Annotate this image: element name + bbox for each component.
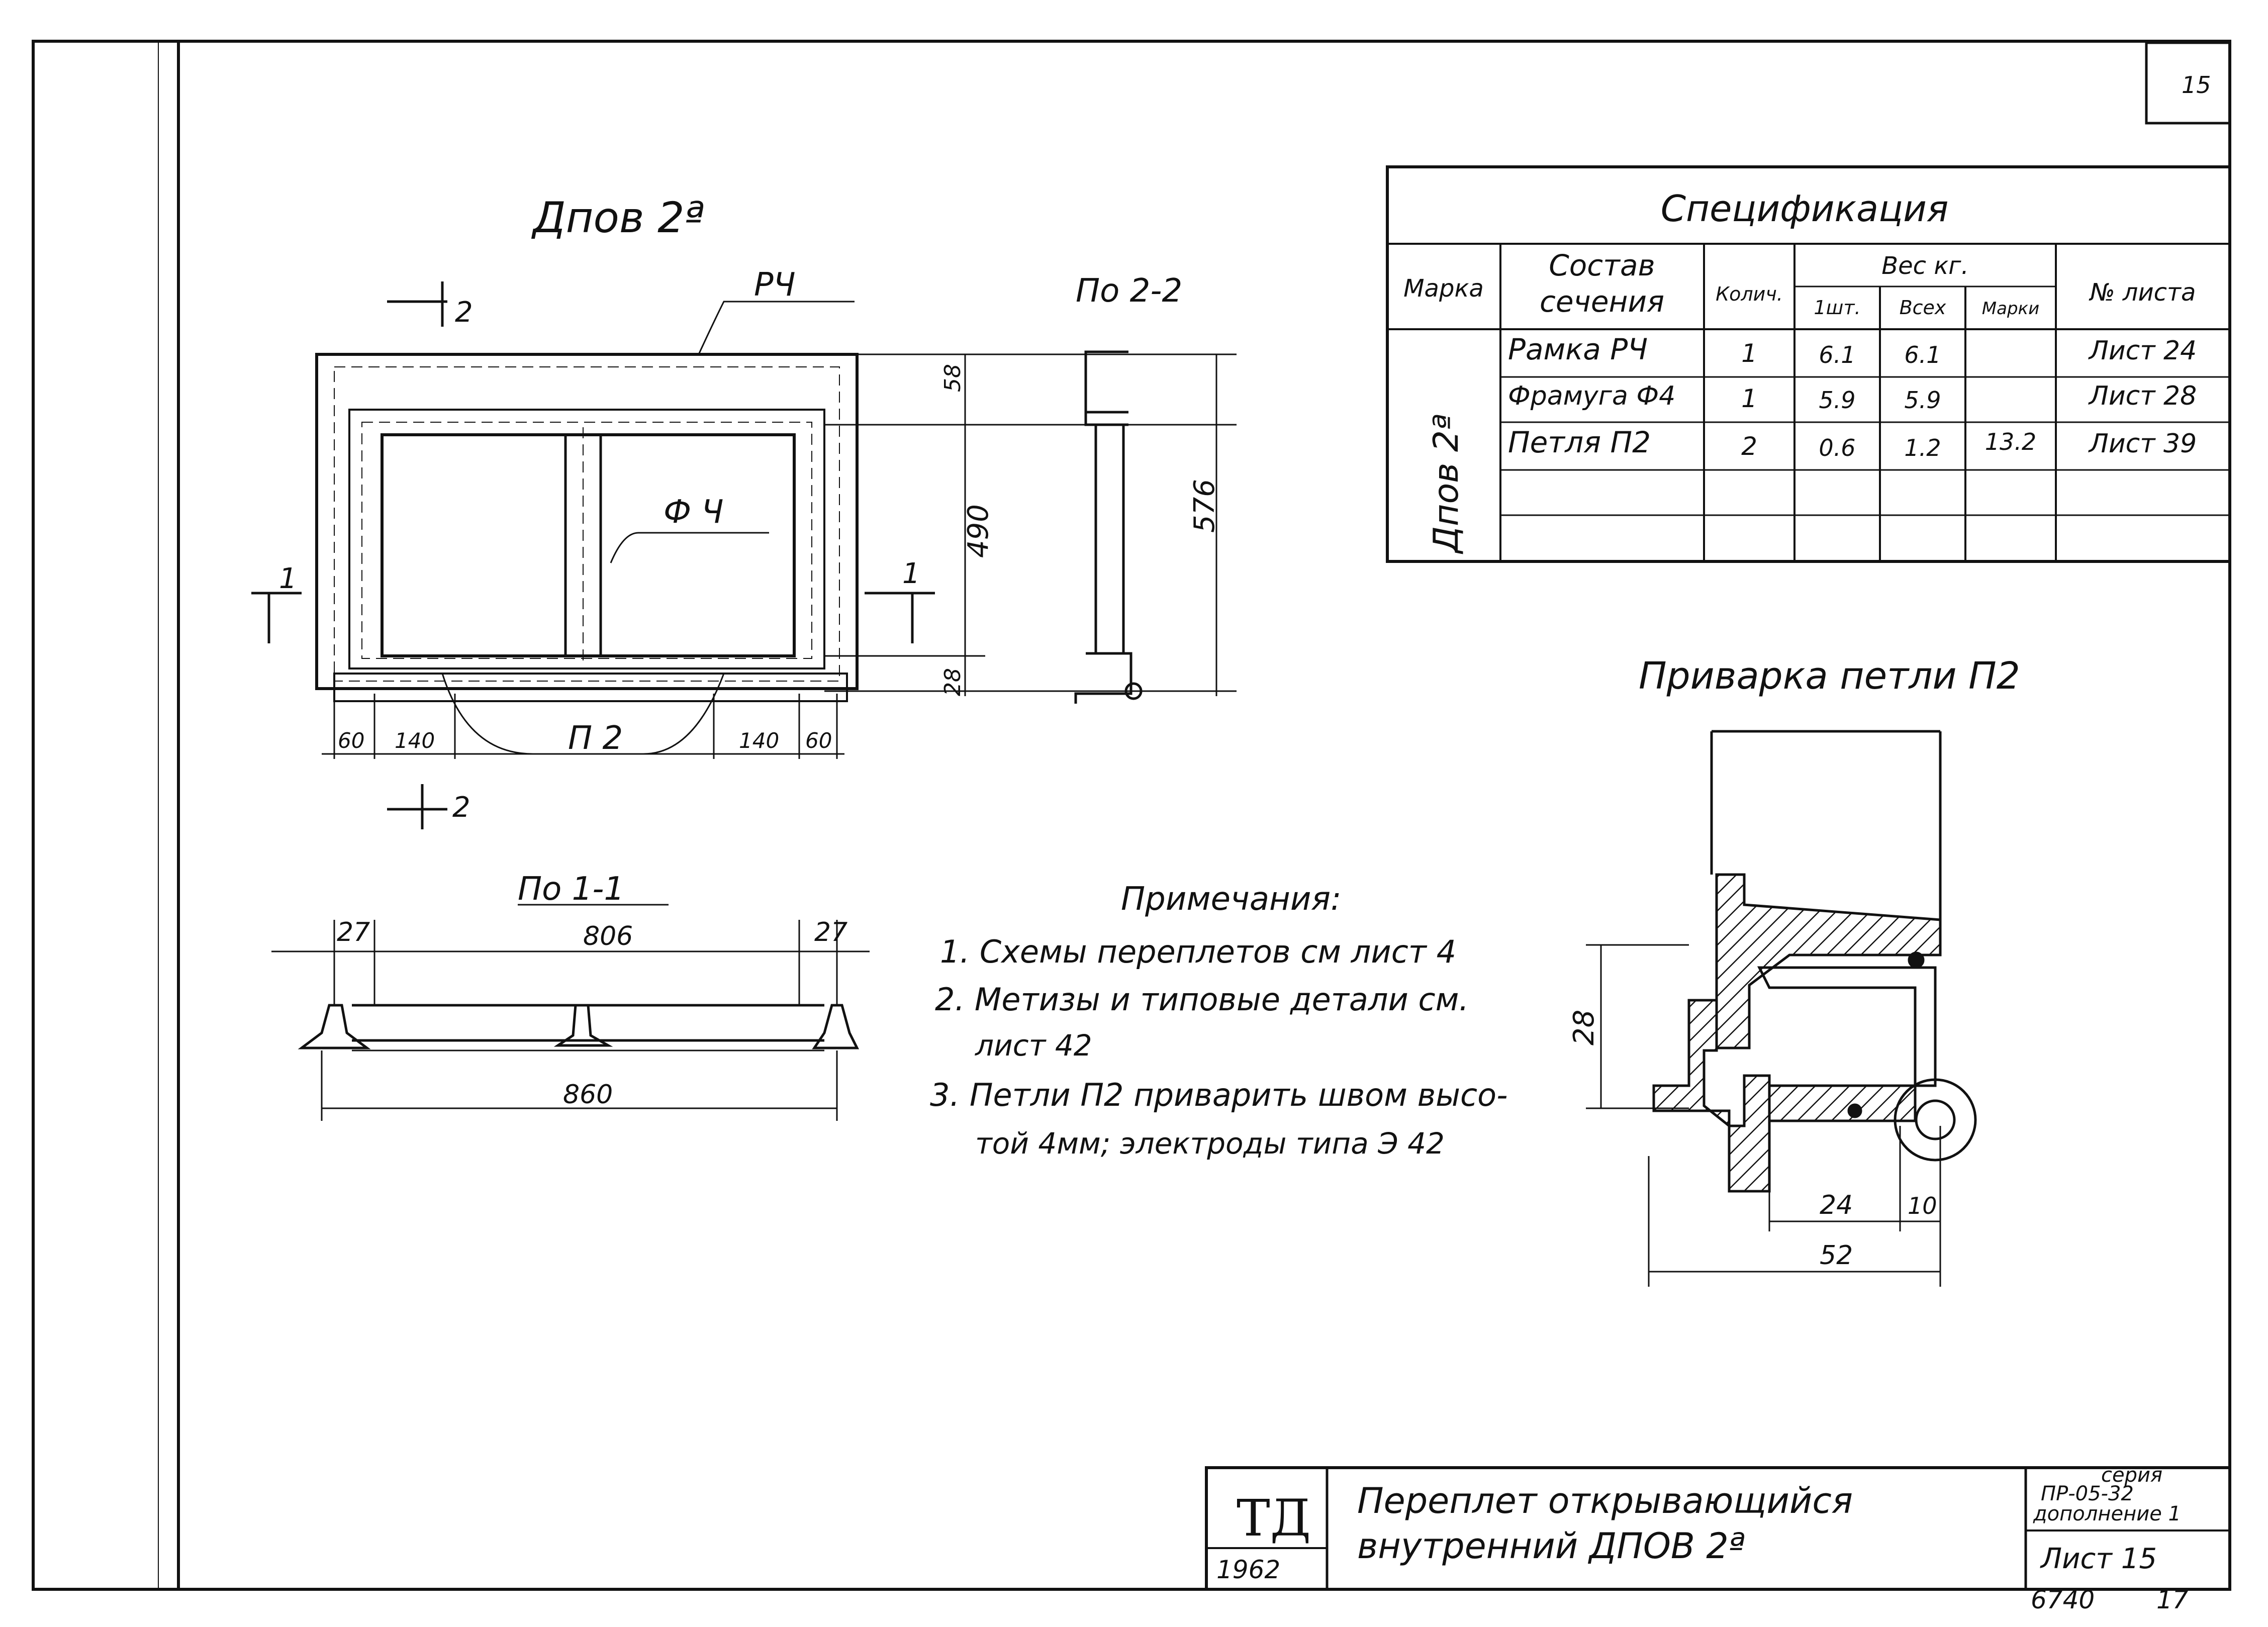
section-mark-1-left-label: 1 (279, 562, 297, 595)
spec-row-name: Фрамуга Ф4 (1508, 381, 1675, 411)
title-block-archive-no: 6740 (2031, 1585, 2095, 1614)
note-line: 2. Метизы и типовые детали см. (935, 981, 1469, 1018)
section-mark-1-right-label: 1 (902, 557, 920, 590)
section-mark-2-top-label: 2 (455, 296, 473, 329)
spec-row-total: 5.9 (1904, 387, 1941, 414)
section-1-1-dim-middle: 806 (583, 921, 633, 951)
dim-right-gap: 140 (739, 728, 779, 753)
section-1-1-profile (298, 1004, 860, 1051)
spec-row-total: 1.2 (1904, 434, 1941, 461)
spec-row-qty: 1 (1741, 384, 1757, 413)
weld-detail-drawing (1652, 730, 1977, 1193)
section-1-1: По 1-1 27 806 27 860 (271, 871, 870, 1121)
spec-row-unit: 6.1 (1819, 341, 1855, 368)
main-view: Дпов 2ª РЧ Ф Ч П 2 2 2 (251, 193, 1237, 829)
spec-table-title: Спецификация (1661, 187, 1949, 230)
weld-detail-title: Приварка петли П2 (1639, 654, 2020, 698)
dims-bottom (322, 694, 844, 759)
title-block-series-code: ПР-05-32 (2041, 1482, 2134, 1505)
section-1-1-dim-total: 860 (563, 1080, 613, 1110)
dim-total: 576 (1188, 479, 1221, 533)
weld-dim-a: 24 (1820, 1190, 1853, 1220)
title-block-archive-sheet: 17 (2156, 1585, 2189, 1614)
sheet-border (32, 40, 2231, 1591)
header-mark: Марка (1403, 274, 1484, 303)
spec-row-sheet: Лист 24 (2088, 336, 2197, 366)
weld-detail-dims (1586, 944, 1941, 1287)
section-1-1-dims (271, 920, 870, 1121)
section-1-1-title: По 1-1 (518, 871, 624, 908)
window-frame (315, 353, 859, 702)
weld-dim-total: 52 (1820, 1240, 1853, 1271)
frame-label: РЧ (754, 266, 795, 304)
spec-row-total: 6.1 (1904, 341, 1941, 368)
spec-row-unit: 5.9 (1819, 387, 1855, 414)
dim-right-edge: 60 (805, 728, 832, 753)
spec-row-name: Рамка РЧ (1508, 332, 1648, 366)
note-line: лист 42 (975, 1028, 1092, 1063)
title-block: ТД 1962 Переплет открывающийся внутренни… (1205, 1464, 2231, 1614)
note-line: 3. Петли П2 приварить швом высо- (930, 1077, 1507, 1113)
header-composition-1: Состав (1549, 248, 1655, 282)
title-block-series-label: серия (2101, 1464, 2162, 1487)
header-weight-unit: 1шт. (1814, 297, 1860, 319)
header-weight: Вес кг. (1881, 252, 1969, 280)
section-2-2-profile (1074, 350, 1143, 704)
notes: Примечания: 1. Схемы переплетов см лист … (930, 881, 1507, 1161)
spec-row-qty: 2 (1741, 432, 1757, 461)
dim-bottom: 28 (940, 668, 966, 696)
section-2-2: По 2-2 (1074, 272, 1182, 704)
section-mark-2-bottom-label: 2 (452, 791, 470, 824)
dim-top: 58 (940, 364, 966, 392)
weld-detail: Приварка петли П2 (1568, 654, 2020, 1287)
spec-row-unit: 0.6 (1819, 434, 1855, 461)
dim-middle: 490 (962, 504, 995, 558)
title-block-sheet: Лист 15 (2040, 1543, 2157, 1575)
hinge-label: П 2 (568, 720, 623, 757)
header-weight-total: Всех (1900, 297, 1946, 319)
notes-title: Примечания: (1121, 881, 1342, 918)
title-block-year: 1962 (1216, 1555, 1280, 1584)
spec-row-name: Петля П2 (1508, 425, 1651, 459)
header-sheet-no: № листа (2089, 278, 2196, 307)
weld-dim-height: 28 (1568, 1010, 1600, 1045)
spec-mark-value: Дпов 2ª (1427, 414, 1466, 554)
main-view-title: Дпов 2ª (531, 193, 704, 242)
frame-leader (698, 301, 855, 355)
title-block-grid (1205, 1466, 2231, 1591)
section-1-1-dim-left: 27 (337, 917, 370, 947)
title-block-title-2: внутренний ДПОВ 2ª (1357, 1525, 1745, 1567)
spec-row-qty: 1 (1741, 339, 1757, 368)
title-block-title-1: Переплет открывающийся (1357, 1480, 1853, 1521)
dim-left-edge: 60 (338, 728, 364, 753)
header-weight-mark: Марки (1982, 299, 2039, 319)
section-mark-1-right (865, 592, 935, 643)
header-composition-2: сечения (1540, 284, 1664, 319)
title-block-supplement: дополнение 1 (2033, 1502, 2181, 1525)
spec-mark-weight: 13.2 (1985, 428, 2036, 455)
spec-table-grid (1386, 165, 2231, 563)
title-block-logo: ТД (1237, 1489, 1311, 1548)
weld-dim-b: 10 (1908, 1192, 1937, 1219)
section-2-2-title: По 2-2 (1076, 272, 1182, 310)
section-1-1-dim-right: 27 (814, 917, 847, 947)
sheet-number: 15 (2182, 71, 2211, 99)
note-line: той 4мм; электроды типа Э 42 (975, 1126, 1445, 1161)
spec-row-sheet: Лист 28 (2088, 381, 2197, 411)
section-mark-2-bottom (387, 784, 447, 829)
spec-row-sheet: Лист 39 (2088, 429, 2197, 459)
transom-label: Ф Ч (664, 494, 723, 531)
section-mark-1-left (251, 592, 302, 643)
header-qty: Колич. (1716, 283, 1783, 305)
dims-right (824, 353, 1237, 696)
spec-table: Спецификация Марка Состав сечения Колич.… (1386, 165, 2231, 563)
dim-left-gap: 140 (395, 728, 435, 753)
section-mark-2-top (387, 281, 447, 327)
hinge-leader (441, 673, 725, 755)
transom-leader (610, 532, 769, 563)
note-line: 1. Схемы переплетов см лист 4 (940, 933, 1456, 970)
